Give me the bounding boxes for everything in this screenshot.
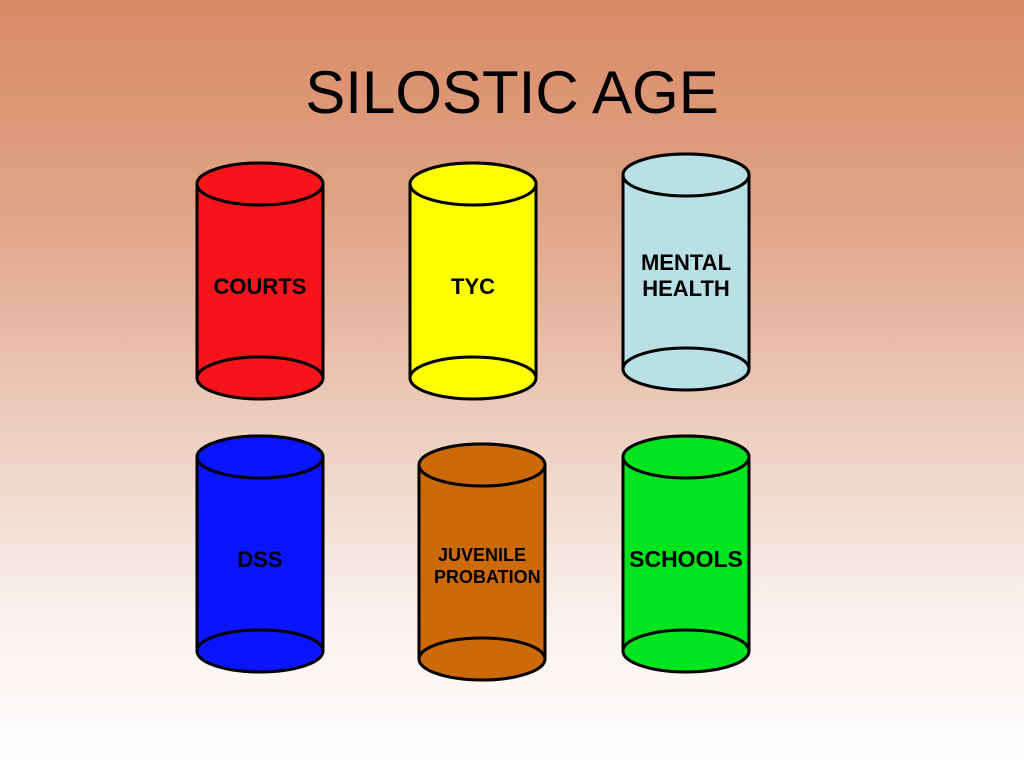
silo-label-courts: COURTS (213, 274, 307, 299)
slide-title: SILOSTIC AGE (305, 59, 719, 126)
silo-label-tyc: TYC (451, 274, 495, 299)
cylinder-mental-health (621, 152, 751, 392)
cylinder-dss (195, 434, 325, 674)
cylinder-tyc (408, 161, 538, 401)
silo-label-mental-health: MENTAL HEALTH (640, 250, 732, 302)
cylinder-schools (621, 434, 751, 674)
cylinder-courts (195, 161, 325, 401)
silo-label-dss: DSS (237, 547, 283, 572)
silo-label-juvenile-probation: JUVENILE PROBATION (434, 545, 541, 587)
silo-label-schools: SCHOOLS (629, 546, 743, 572)
cylinder-juvenile-probation (417, 442, 547, 682)
